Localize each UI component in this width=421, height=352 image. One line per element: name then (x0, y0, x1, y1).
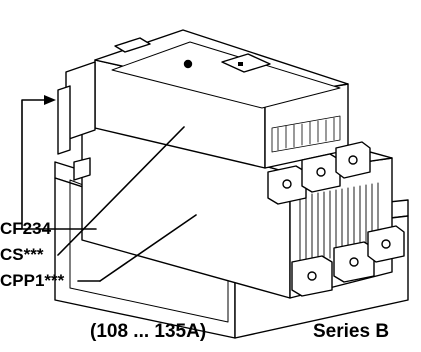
label-cs: CS*** (0, 245, 44, 264)
side-bracket (57, 61, 96, 181)
current-range-caption: (108 ... 135A) (90, 321, 207, 342)
callout-leaders (21, 95, 197, 282)
lower-terminals (291, 225, 405, 297)
label-cpp1: CPP1*** (0, 271, 65, 290)
vent-grille (271, 115, 341, 153)
label-cf234: CF234 (0, 219, 52, 238)
upper-terminals (267, 141, 371, 205)
heatsink-fins (299, 182, 379, 269)
top-cover (111, 37, 341, 109)
series-caption: Series B (313, 321, 390, 342)
